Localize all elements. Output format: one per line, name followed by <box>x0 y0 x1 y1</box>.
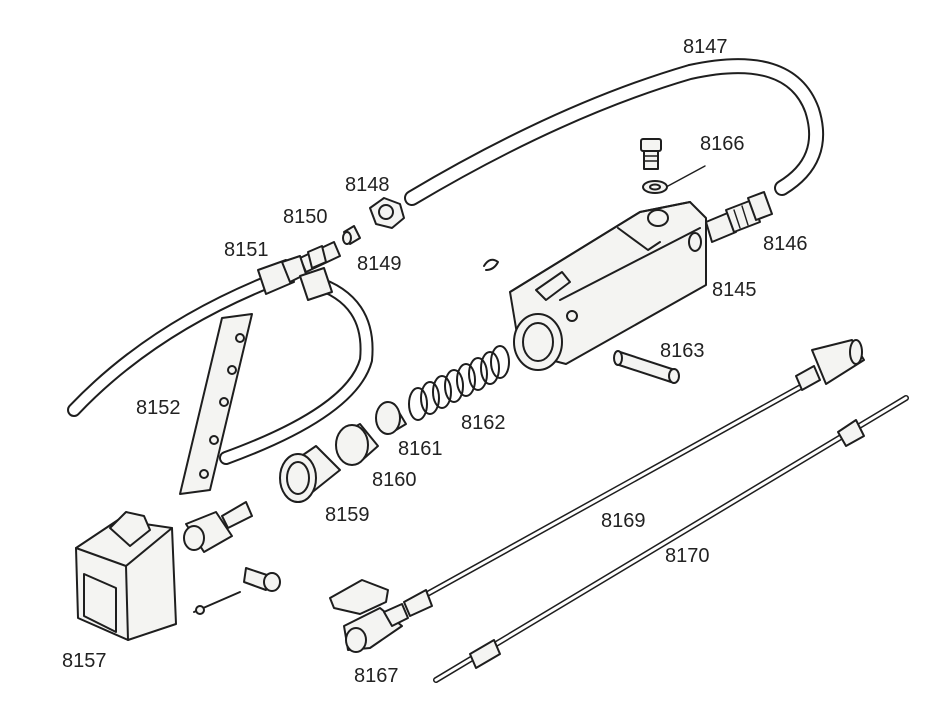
label-8169: 8169 <box>601 510 646 532</box>
label-8147: 8147 <box>683 36 728 58</box>
label-8150: 8150 <box>283 206 328 228</box>
rod-8170 <box>433 395 909 683</box>
clevis-left <box>183 501 281 615</box>
disc-8161 <box>375 401 407 435</box>
tube-8147 <box>404 58 825 206</box>
cap-8160 <box>335 423 379 466</box>
label-8148: 8148 <box>345 174 390 196</box>
plug-8149 <box>342 225 361 245</box>
clevis-8167 <box>329 579 409 653</box>
tee-fitting-8150 <box>299 241 341 273</box>
label-8163: 8163 <box>660 340 705 362</box>
label-8145: 8145 <box>712 279 757 301</box>
label-8167: 8167 <box>354 665 399 687</box>
block-8145 <box>509 201 707 371</box>
label-8161: 8161 <box>398 438 443 460</box>
tube-8151 <box>67 255 374 465</box>
label-8146: 8146 <box>763 233 808 255</box>
label-8170: 8170 <box>665 545 710 567</box>
clip-part <box>483 258 499 271</box>
label-8159: 8159 <box>325 504 370 526</box>
label-8160: 8160 <box>372 469 417 491</box>
pin-8163 <box>613 350 680 384</box>
fitting-8146 <box>705 191 773 243</box>
label-8162: 8162 <box>461 412 506 434</box>
sleeve-8159 <box>279 445 341 503</box>
bolt-8166 <box>640 138 706 194</box>
label-8149: 8149 <box>357 253 402 275</box>
label-8166: 8166 <box>700 133 745 155</box>
label-8157: 8157 <box>62 650 107 672</box>
switch-box-8157 <box>75 511 177 641</box>
rod-8169 <box>403 339 865 617</box>
label-8152: 8152 <box>136 397 181 419</box>
spring-8162 <box>408 345 510 421</box>
nut-8148 <box>369 197 405 229</box>
label-8151: 8151 <box>224 239 269 261</box>
bracket-8152 <box>179 313 253 495</box>
